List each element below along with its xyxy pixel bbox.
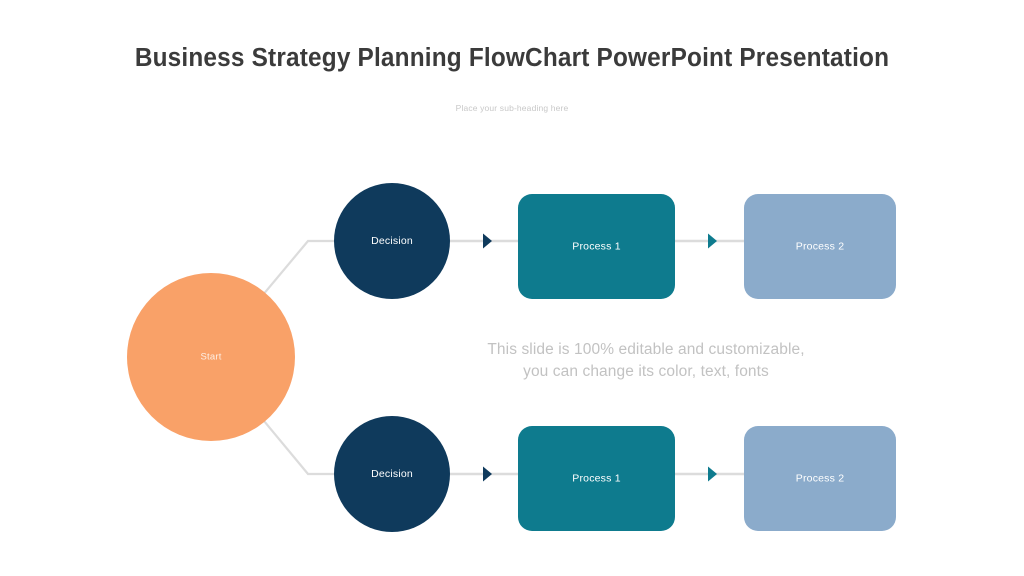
arrowhead-icon xyxy=(483,466,492,482)
arrowhead-icon xyxy=(708,466,717,482)
arrowhead-icon xyxy=(483,233,492,249)
node-process1-bottom[interactable]: Process 1 xyxy=(518,426,675,531)
page-title: Business Strategy Planning FlowChart Pow… xyxy=(134,44,890,72)
decision-bottom-label: Decision xyxy=(371,468,413,480)
node-decision-top[interactable]: Decision xyxy=(334,183,450,299)
process2-bottom-label: Process 2 xyxy=(796,472,845,484)
process2-bottom-shape[interactable] xyxy=(744,426,896,531)
connector-start-to-decision-top xyxy=(263,239,336,295)
start-circle-shape[interactable] xyxy=(127,273,295,441)
process2-top-label: Process 2 xyxy=(796,240,845,252)
decision-bottom-shape[interactable] xyxy=(334,416,450,532)
node-start[interactable]: Start xyxy=(127,273,295,441)
arrow-layer xyxy=(450,233,744,482)
connector-start-to-decision-bottom xyxy=(263,420,336,476)
slide-subheading: Place your sub-heading here xyxy=(455,103,569,113)
editable-note: This slide is 100% editable and customiz… xyxy=(420,339,872,383)
editable-note-line-2: you can change its color, text, fonts xyxy=(523,363,769,380)
process1-bottom-label: Process 1 xyxy=(572,472,621,484)
start-label: Start xyxy=(200,352,221,363)
process1-top-label: Process 1 xyxy=(572,240,621,252)
node-process2-bottom[interactable]: Process 2 xyxy=(744,426,896,531)
node-process1-top[interactable]: Process 1 xyxy=(518,194,675,299)
process1-bottom-shape[interactable] xyxy=(518,426,675,531)
process2-top-shape[interactable] xyxy=(744,194,896,299)
decision-top-shape[interactable] xyxy=(334,183,450,299)
node-process2-top[interactable]: Process 2 xyxy=(744,194,896,299)
arrowhead-icon xyxy=(708,233,717,249)
decision-top-label: Decision xyxy=(371,235,413,247)
node-decision-bottom[interactable]: Decision xyxy=(334,416,450,532)
process1-top-shape[interactable] xyxy=(518,194,675,299)
editable-note-line-1: This slide is 100% editable and customiz… xyxy=(487,341,805,358)
